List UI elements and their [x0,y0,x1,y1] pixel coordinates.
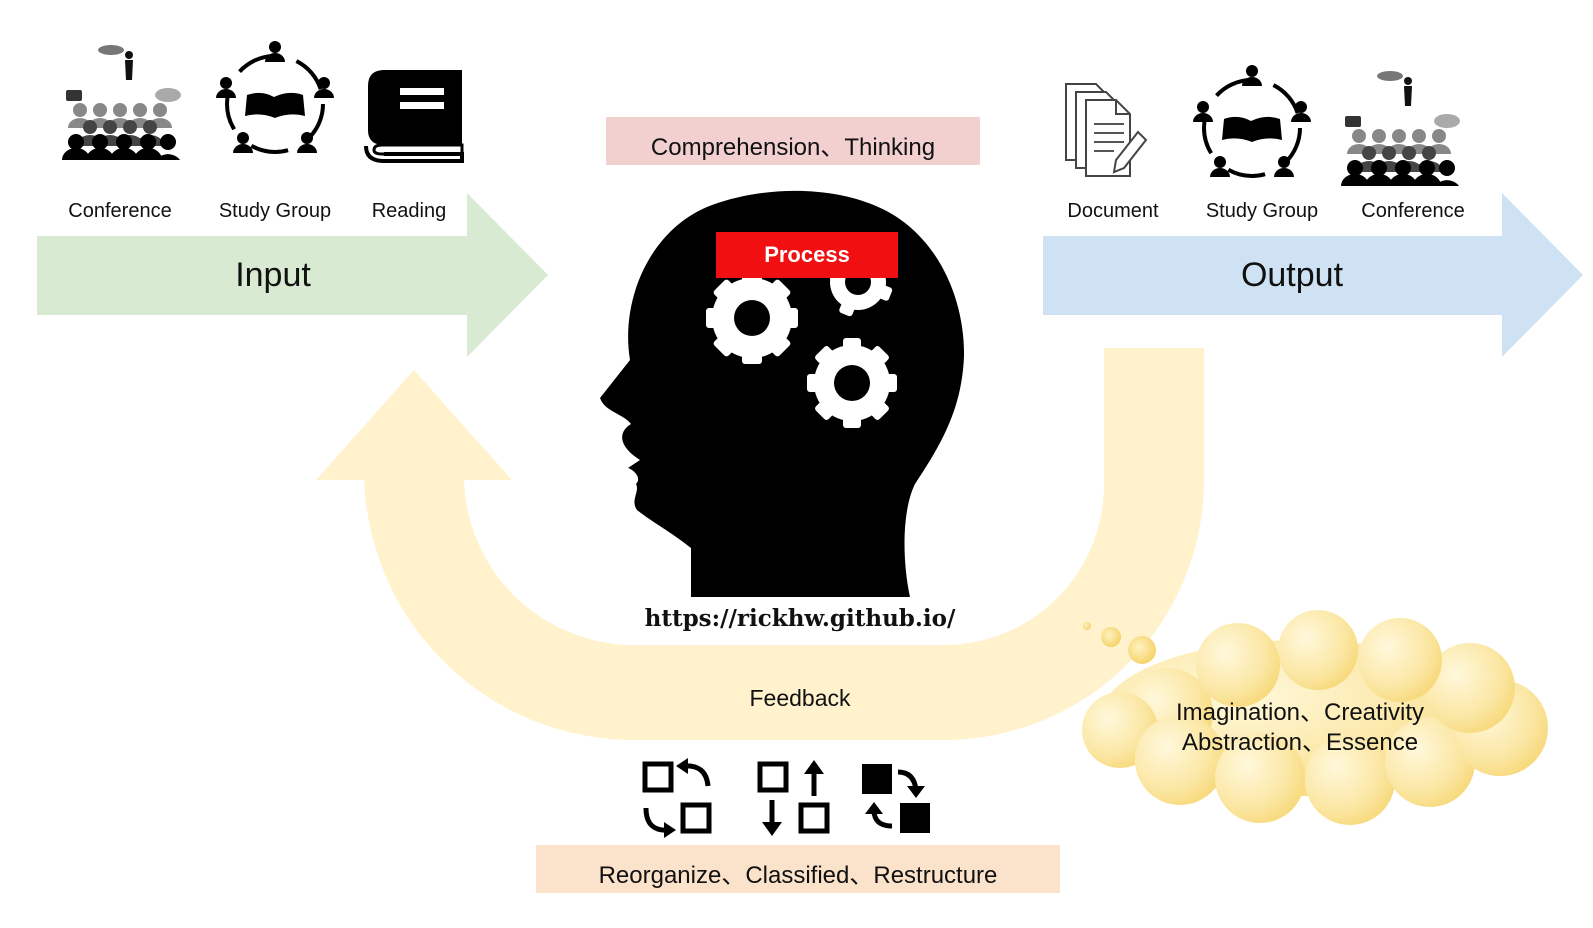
feedback-actions-box: Reorganize、Classified、Restructure [536,845,1060,893]
thought-dot [1128,636,1156,664]
thought-dot [1101,627,1121,647]
book-icon [364,70,464,163]
input-item-conference-label: Conference [68,200,172,222]
thought-line-2: Abstraction、Essence [1181,729,1419,756]
thought-cloud [1082,610,1548,825]
feedback-arrow [316,348,1204,740]
process-label-box: Process [716,232,898,278]
output-arrow [1043,193,1583,357]
restructure-icon [862,764,930,833]
feedback-label: Feedback [749,685,851,711]
input-arrow [37,193,548,357]
output-item-conference-label: Conference [1361,200,1465,222]
study-group-icon [1193,65,1311,178]
input-item-reading-label: Reading [371,200,447,222]
head-icon [600,190,965,597]
document-icon [1065,83,1148,177]
output-label: Output [1240,256,1344,294]
reorder-icon [757,760,830,836]
input-label: Input [235,256,311,294]
feedback-actions: Reorganize、Classified、Restructure [598,862,998,889]
input-item-study-group-label: Study Group [218,200,332,222]
output-item-study-group-label: Study Group [1205,200,1319,222]
process-header-box: Comprehension、Thinking [606,117,980,165]
thought-line-1: Imagination、Creativity [1175,699,1425,726]
process-header: Comprehension、Thinking [650,134,936,161]
conference-icon [62,45,181,160]
study-group-icon [216,41,334,154]
source-url: https://rickhw.github.io/ [644,605,956,632]
swap-icon [642,758,712,838]
process-label: Process [764,242,850,267]
thought-dot [1083,622,1091,630]
conference-icon [1341,71,1460,186]
output-item-document-label: Document [1067,200,1159,222]
